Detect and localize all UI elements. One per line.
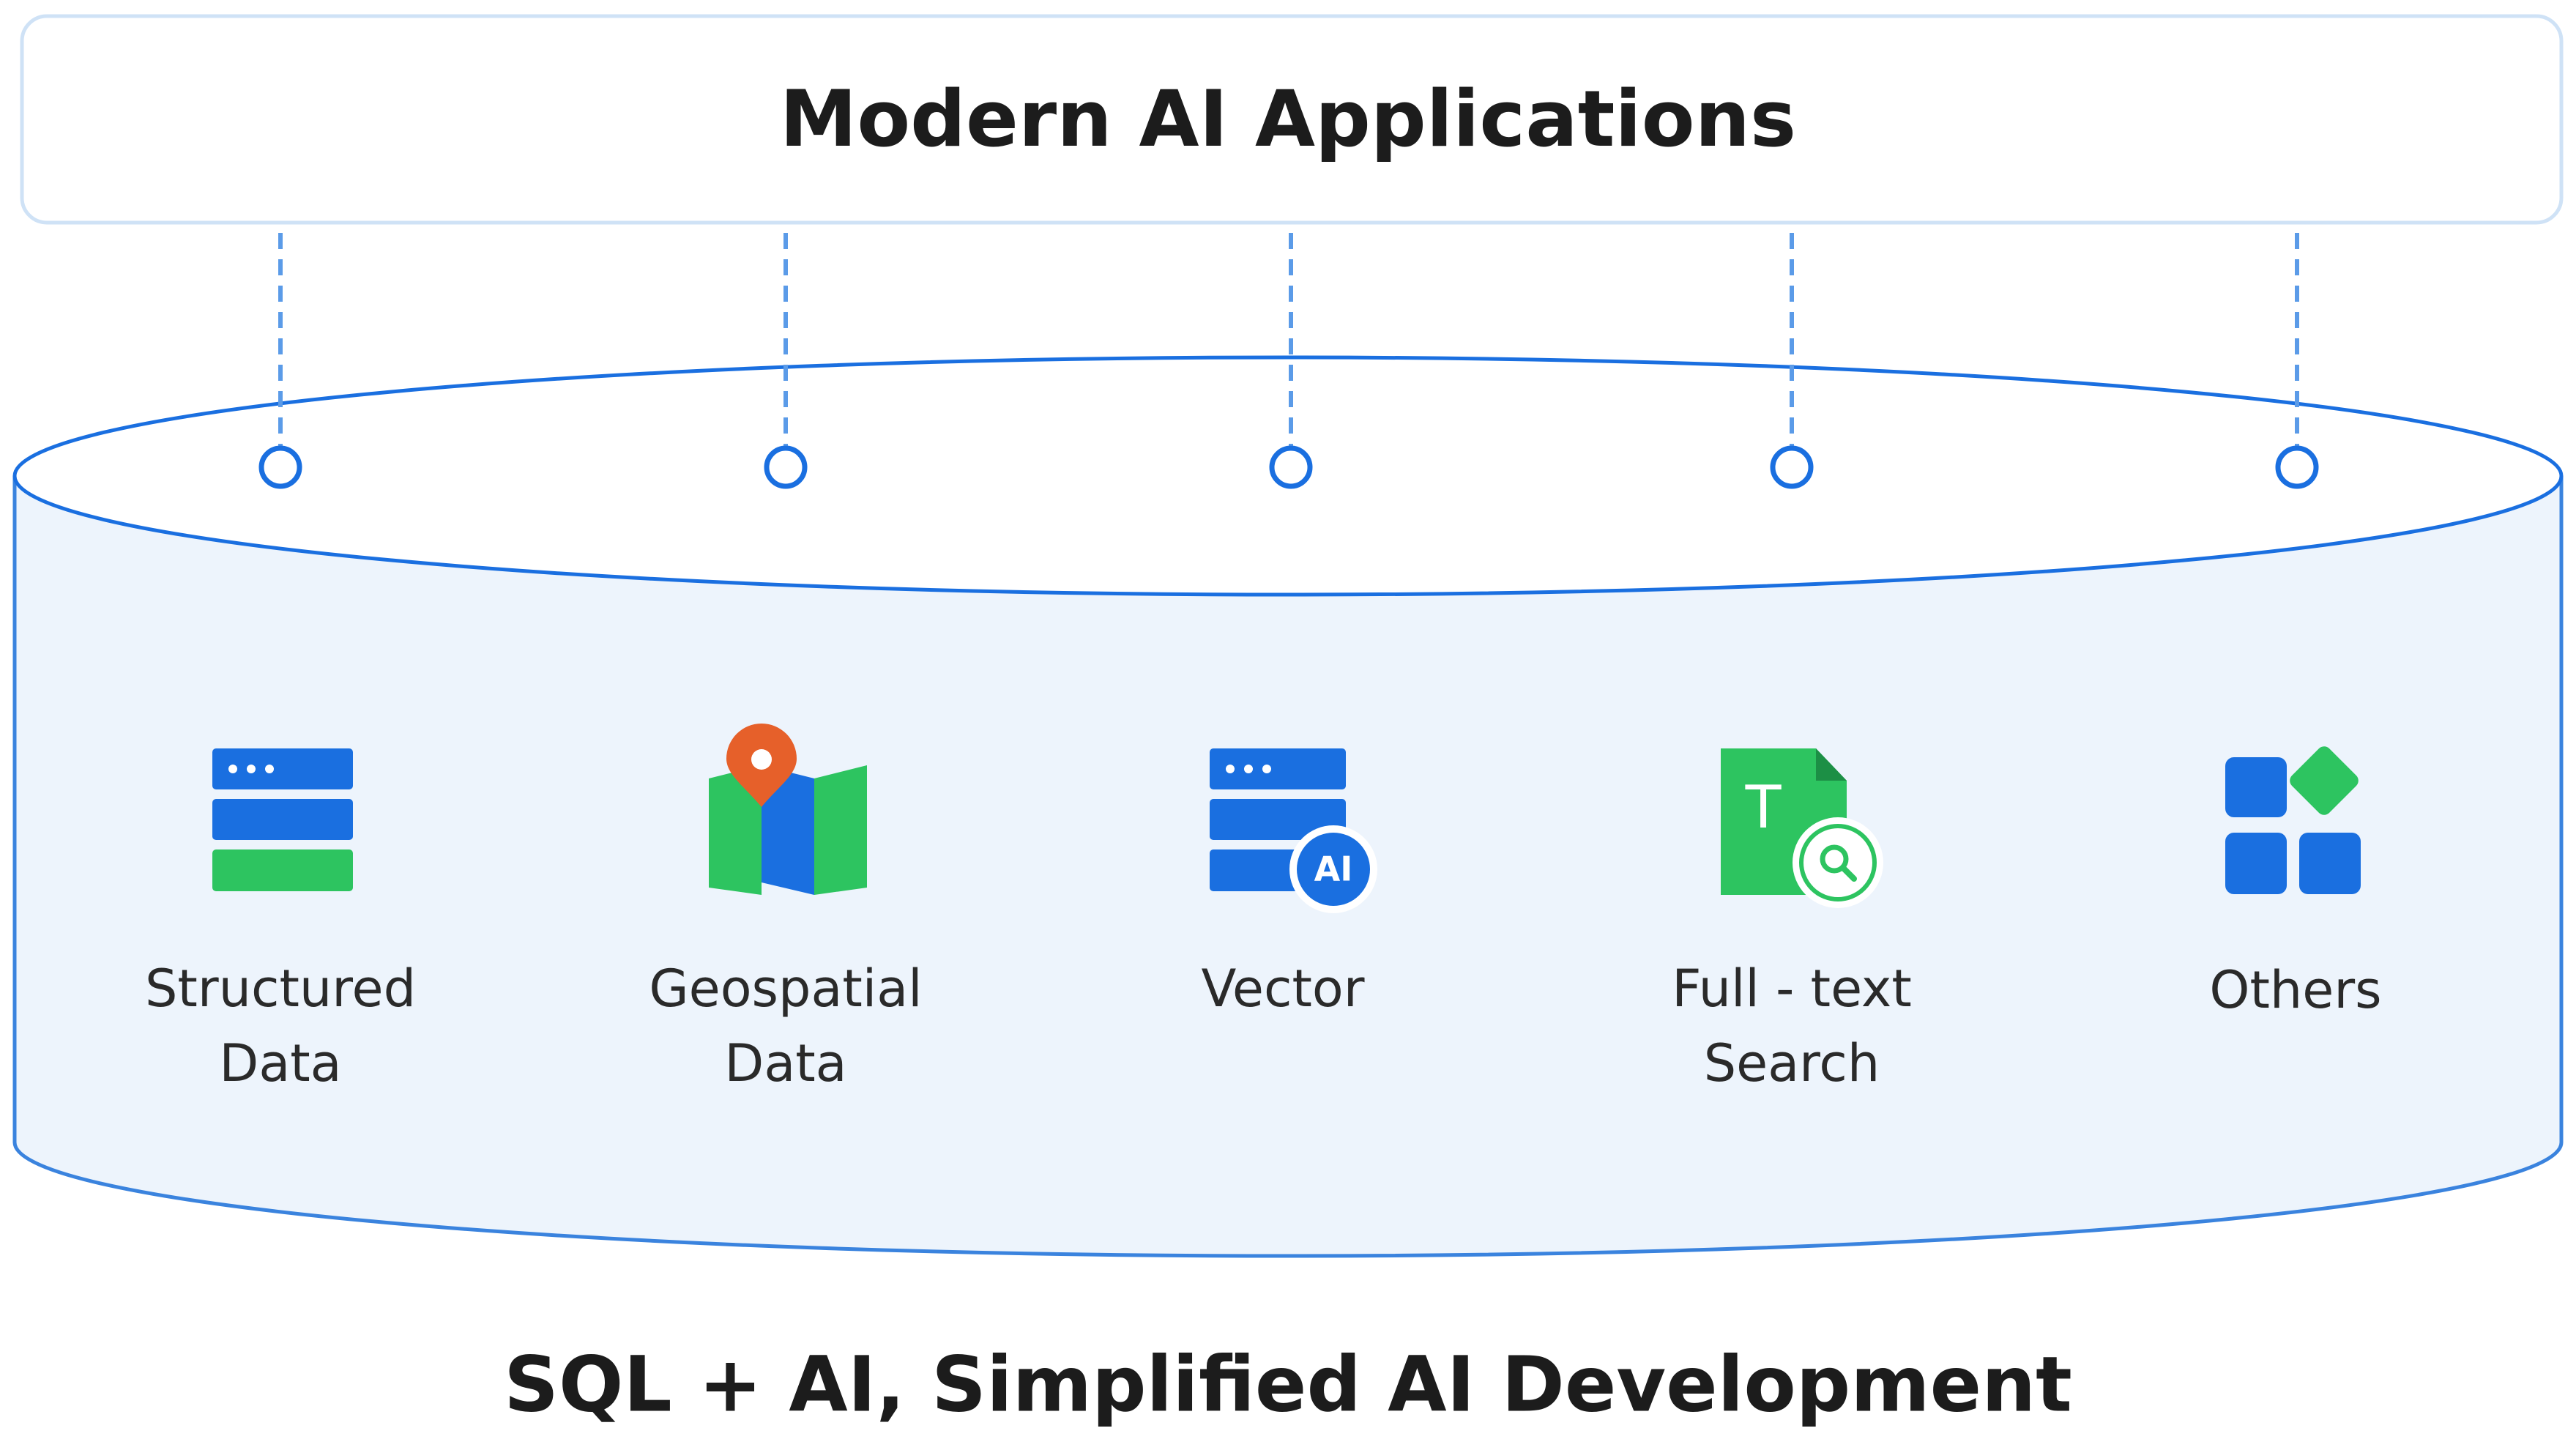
connector-3 [1269,233,1313,489]
vector-ai-icon: AI [1210,748,1377,913]
feature-structured-data: Structured Data [145,748,416,1093]
cylinder-bottom-rim [12,1142,2564,1258]
svg-text:AI: AI [1314,849,1353,889]
bottom-caption: SQL + AI, Simplified AI Development [504,1339,2072,1429]
connector-node [764,445,808,489]
feature-geospatial-data: Geospatial Data [649,724,923,1093]
feature-label-line2: Data [219,1033,341,1093]
others-blocks-icon [2225,746,2361,894]
geospatial-map-icon [709,724,867,895]
connector-1 [258,233,302,489]
feature-label-line1: Structured [145,959,416,1019]
top-banner-box [20,14,2564,225]
connector-node [258,445,302,489]
connectors [258,233,2319,489]
feature-label-line1: Vector [1201,959,1364,1019]
feature-label-line1: Others [2209,960,2381,1020]
feature-others: Others [2209,746,2382,1020]
connector-4 [1770,233,1814,489]
banner-title: Modern AI Applications [780,74,1796,164]
feature-label-line2: Data [724,1033,846,1093]
connector-2 [764,233,808,489]
connector-node [1770,445,1814,489]
full-text-search-icon: T [1721,748,1883,908]
feature-label-line1: Full - text [1672,959,1912,1019]
svg-text:T: T [1745,773,1782,841]
feature-label-line1: Geospatial [649,959,922,1019]
connector-5 [2275,233,2319,489]
connector-node [2275,445,2319,489]
structured-data-icon [212,748,353,891]
feature-label-line2: Search [1704,1033,1880,1093]
feature-vector: AI Vector [1201,748,1377,1019]
top-banner: Modern AI Applications [20,14,2564,225]
connector-node [1269,445,1313,489]
feature-full-text-search: T Full - text Search [1672,748,1912,1093]
